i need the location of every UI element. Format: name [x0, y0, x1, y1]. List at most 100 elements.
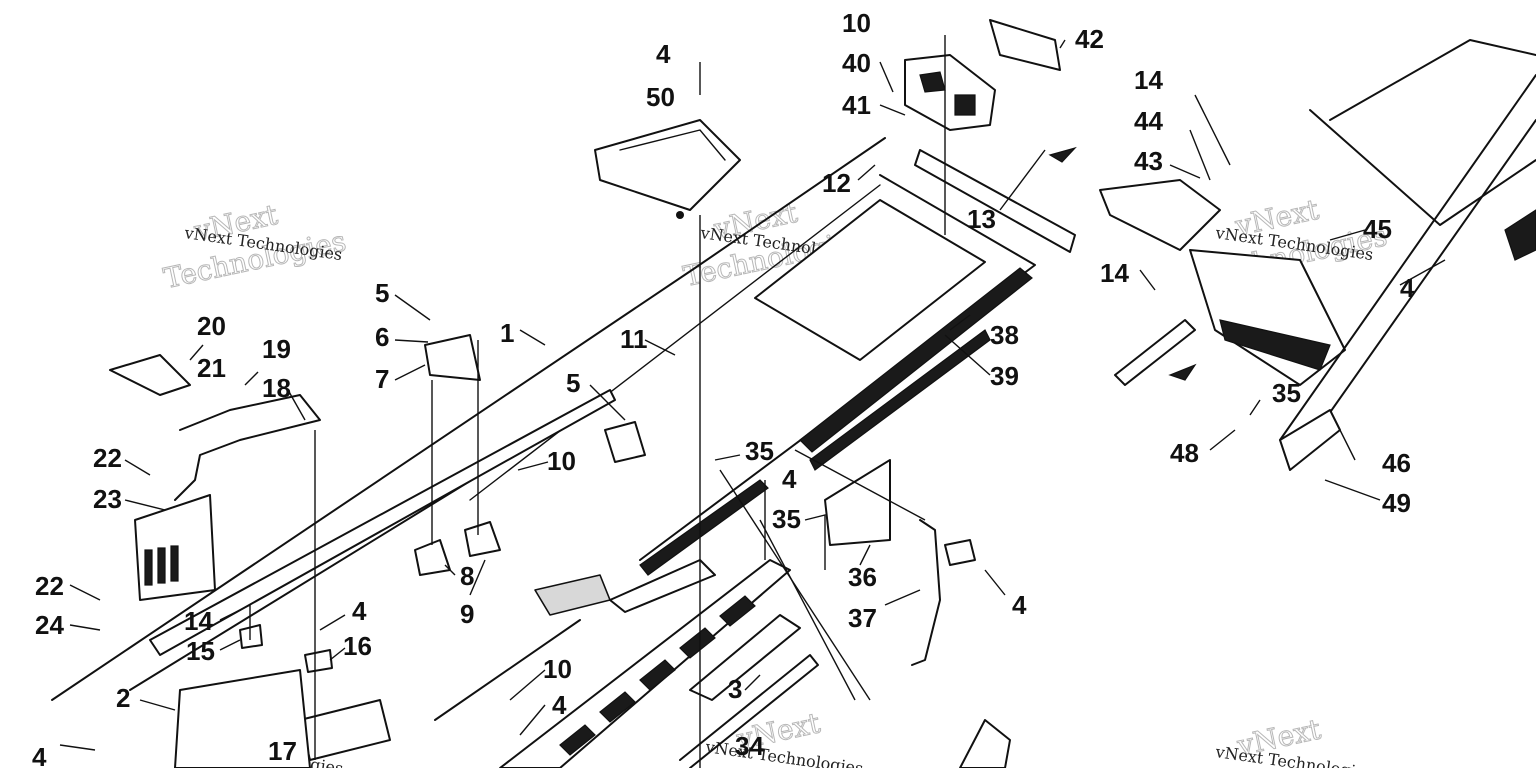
- leader-line: [319, 614, 346, 631]
- snow-flap-tread: [1219, 319, 1331, 371]
- callout-35: 35: [745, 436, 774, 466]
- leader-line: [1169, 164, 1201, 179]
- callout-18: 18: [262, 373, 291, 403]
- callout-5: 5: [566, 368, 580, 398]
- side-bracket: [824, 459, 891, 546]
- leader-line: [219, 603, 251, 640]
- leader-line: [394, 364, 426, 381]
- leader-line: [69, 624, 101, 631]
- callout-10: 10: [543, 654, 572, 684]
- callout-22: 22: [35, 571, 64, 601]
- leader-line: [1209, 429, 1236, 451]
- seat-pad-zipper: [676, 211, 684, 219]
- callout-4: 4: [656, 39, 671, 69]
- leader-line: [857, 164, 876, 181]
- chain-guard: [911, 519, 941, 666]
- callout-45: 45: [1363, 214, 1392, 244]
- leader-line: [124, 459, 151, 476]
- plug: [464, 521, 501, 557]
- leader-line: [244, 371, 259, 386]
- lower-panel: [299, 699, 391, 761]
- clip: [304, 649, 333, 673]
- leader-line: [469, 559, 486, 596]
- bulkhead-piece: [174, 669, 311, 768]
- direction-arrow: [1048, 146, 1077, 163]
- board-cutout: [559, 724, 596, 756]
- callout-9: 9: [460, 599, 474, 629]
- callout-labels: 1 2 3 4 4 4 4 4 4 4 5 5 6 7 8 9 10 10 10…: [32, 8, 1415, 768]
- callout-43: 43: [1134, 146, 1163, 176]
- leader-line: [287, 389, 306, 421]
- leader-line: [329, 647, 346, 661]
- callout-46: 46: [1382, 448, 1411, 478]
- mount-bracket: [424, 334, 481, 381]
- leader-lines: [59, 35, 1446, 768]
- leader-line: [509, 669, 546, 701]
- bracket-cutout: [919, 71, 946, 93]
- board-cutout: [639, 659, 676, 691]
- leader-line: [59, 744, 96, 751]
- flap-mount-strip: [1114, 319, 1196, 386]
- callout-14: 14: [1134, 65, 1163, 95]
- plug: [414, 539, 451, 576]
- callout-49: 49: [1382, 488, 1411, 518]
- seat-pad-body: [594, 119, 741, 211]
- tunnel-frame: [51, 137, 1036, 768]
- direction-arrow: [1168, 363, 1197, 381]
- callout-35: 35: [772, 504, 801, 534]
- leader-line: [1059, 39, 1066, 49]
- tunnel-rail-bracket: [914, 149, 1076, 253]
- callout-39: 39: [990, 361, 1019, 391]
- callout-35: 35: [1272, 378, 1301, 408]
- side-decal-stripe: [639, 479, 769, 576]
- callout-41: 41: [842, 90, 871, 120]
- leader-line: [589, 384, 626, 421]
- callout-4: 4: [352, 596, 367, 626]
- leader-line: [884, 589, 921, 606]
- callout-10: 10: [547, 446, 576, 476]
- leader-line: [517, 461, 549, 471]
- leader-line: [444, 564, 456, 576]
- bracket-cutout: [954, 94, 976, 116]
- leader-line: [859, 544, 871, 566]
- leader-line: [644, 339, 676, 356]
- leader-line: [189, 344, 204, 361]
- leader-line: [1139, 269, 1156, 291]
- leader-line: [1189, 129, 1211, 181]
- tunnel-left-edge: [51, 137, 886, 701]
- callout-4: 4: [782, 464, 797, 494]
- rear-rail-support: [1309, 109, 1536, 226]
- leader-line: [944, 334, 991, 376]
- front-bracket: [534, 574, 611, 616]
- callout-11: 11: [620, 324, 648, 354]
- tunnel-left-rail: [149, 389, 616, 656]
- callout-22: 22: [93, 443, 122, 473]
- callout-5: 5: [375, 278, 389, 308]
- rear-bumper-end: [1504, 209, 1536, 261]
- side-decal-stripe: [809, 329, 991, 471]
- running-board-cutouts: [559, 595, 756, 756]
- left-footrest-assembly: [109, 354, 321, 601]
- side-decal-stripe: [799, 267, 1033, 453]
- leader-line: [794, 449, 926, 521]
- callout-21: 21: [197, 353, 226, 383]
- bushing: [239, 624, 263, 649]
- footrest-cover: [109, 354, 191, 396]
- callout-14: 14: [184, 606, 213, 636]
- rear-bracket: [904, 54, 996, 131]
- callout-50: 50: [646, 82, 675, 112]
- vent-slot: [157, 547, 166, 584]
- vent-slot: [144, 549, 153, 586]
- seat-pad-seam: [619, 129, 726, 161]
- callout-7: 7: [375, 364, 389, 394]
- leader-line: [69, 584, 101, 601]
- callout-13: 13: [967, 204, 996, 234]
- tunnel-cross-bracket: [609, 559, 716, 613]
- leader-line: [1194, 94, 1231, 166]
- small-parts: [239, 334, 976, 673]
- vent-slot: [170, 545, 179, 582]
- callout-37: 37: [848, 603, 877, 633]
- leader-line: [804, 514, 826, 570]
- board-cutout: [719, 595, 756, 627]
